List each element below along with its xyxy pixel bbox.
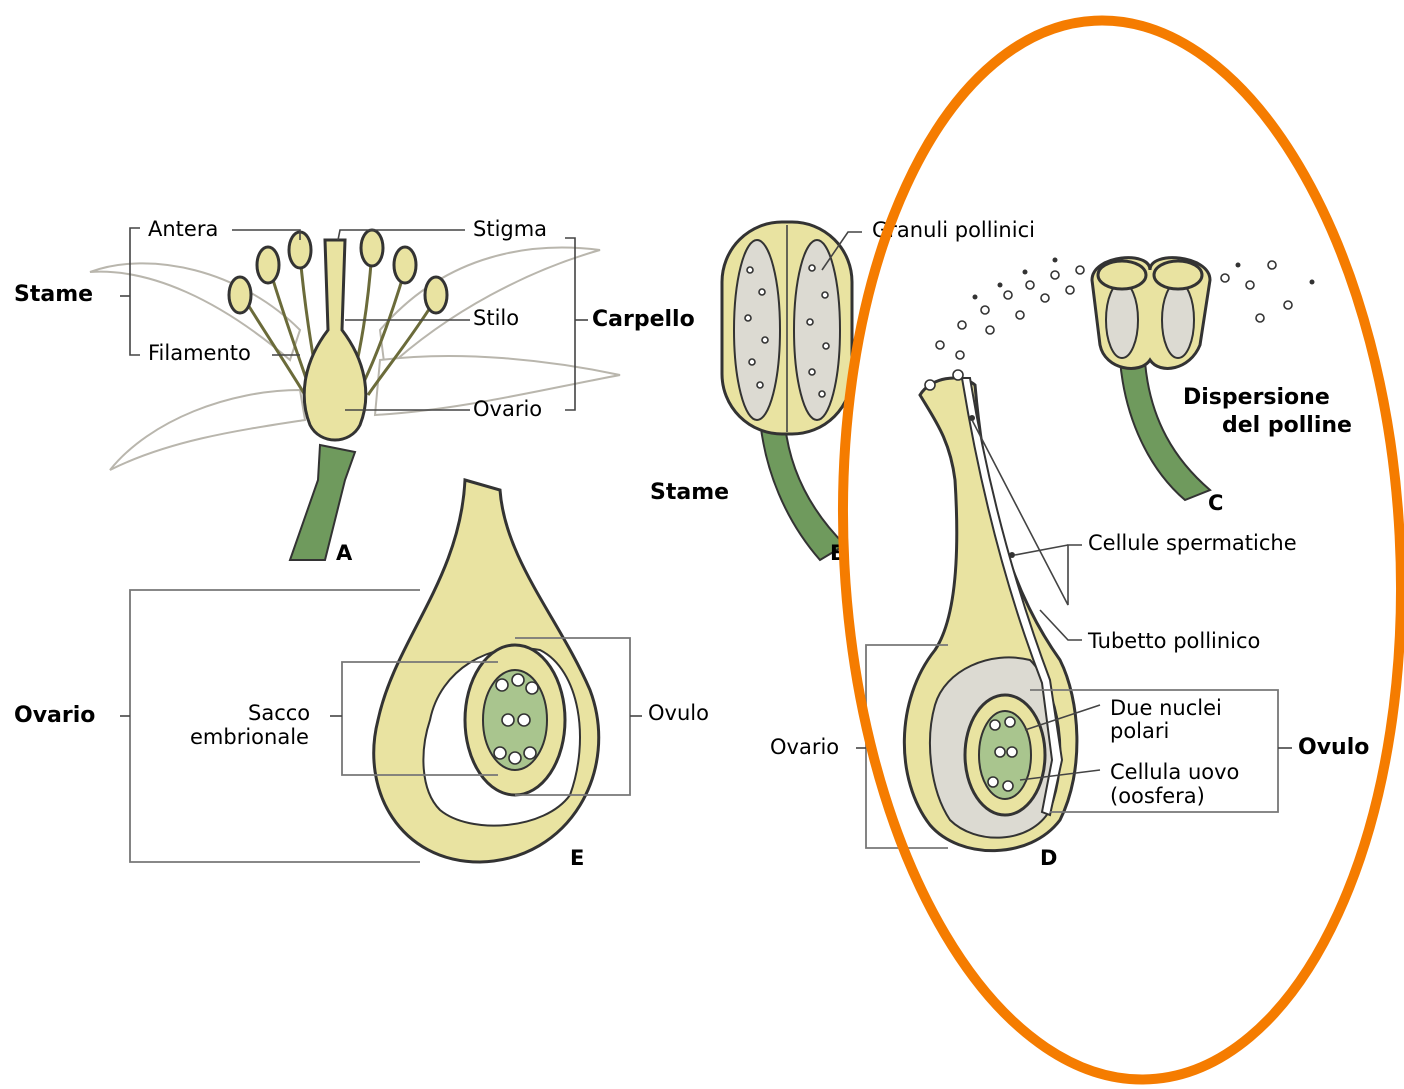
panel-e-ovary-section bbox=[374, 480, 599, 862]
label-sacco-1: Sacco bbox=[248, 701, 310, 725]
panel-a-flower bbox=[90, 230, 620, 560]
label-stame-b: Stame bbox=[650, 480, 729, 505]
label-dispersione-2: del polline bbox=[1222, 413, 1352, 438]
label-ovario-d: Ovario bbox=[770, 735, 839, 759]
panel-letter-c: C bbox=[1208, 491, 1223, 515]
petal-left-lower bbox=[110, 390, 305, 470]
label-stame-a: Stame bbox=[14, 282, 93, 307]
stamen-b-stalk bbox=[760, 420, 845, 560]
label-carpello: Carpello bbox=[592, 307, 695, 332]
panel-letter-e: E bbox=[570, 846, 584, 870]
panel-letter-a: A bbox=[336, 541, 353, 565]
panel-b-anther bbox=[722, 222, 852, 560]
panel-d-fertilization bbox=[904, 370, 1077, 851]
pollen-sac-right bbox=[794, 240, 840, 420]
label-stigma: Stigma bbox=[473, 217, 547, 241]
label-stilo: Stilo bbox=[473, 306, 519, 330]
label-filamento: Filamento bbox=[148, 341, 251, 365]
label-ovario-e: Ovario bbox=[14, 703, 95, 728]
panel-letter-d: D bbox=[1040, 846, 1057, 870]
label-antera: Antera bbox=[148, 217, 218, 241]
label-cellule-spermatiche: Cellule spermatiche bbox=[1088, 531, 1297, 555]
label-cellula-uovo-2: (oosfera) bbox=[1110, 784, 1205, 808]
label-cellula-uovo-1: Cellula uovo bbox=[1110, 760, 1239, 784]
label-ovario-a: Ovario bbox=[473, 397, 542, 421]
label-ovulo-d: Ovulo bbox=[1298, 735, 1369, 760]
pollen-sac-left bbox=[734, 240, 780, 420]
label-sacco-2: embrionale bbox=[190, 725, 309, 749]
label-dispersione-1: Dispersione bbox=[1183, 385, 1330, 410]
label-due-nuclei-1: Due nuclei bbox=[1110, 696, 1222, 720]
label-due-nuclei-2: polari bbox=[1110, 719, 1169, 743]
panel-c-dehiscent-anther bbox=[936, 258, 1315, 501]
label-tubetto-pollinico: Tubetto pollinico bbox=[1087, 629, 1260, 653]
stamen-c-stalk bbox=[1120, 360, 1210, 500]
label-ovulo-e: Ovulo bbox=[648, 701, 709, 725]
